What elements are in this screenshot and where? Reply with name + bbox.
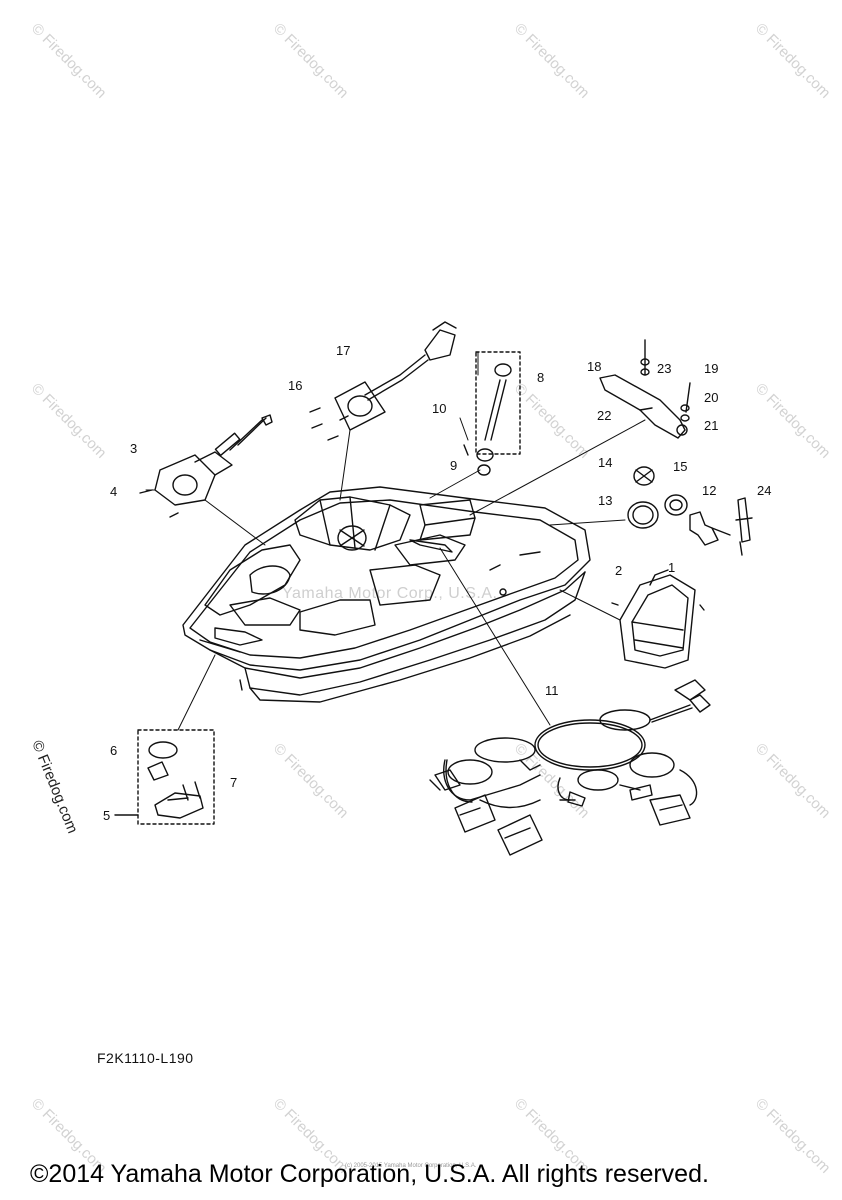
callout-16: 16 bbox=[288, 378, 302, 393]
part-18-bracket bbox=[599, 339, 691, 439]
part-3-fitting bbox=[139, 414, 273, 518]
part-17-plate bbox=[309, 321, 457, 441]
callout-15: 15 bbox=[673, 459, 687, 474]
callout-12: 12 bbox=[702, 483, 716, 498]
callout-23: 23 bbox=[657, 361, 671, 376]
callout-19: 19 bbox=[704, 361, 718, 376]
part-11-harness bbox=[429, 679, 711, 856]
callout-6: 6 bbox=[110, 743, 117, 758]
leader-lines bbox=[145, 351, 646, 731]
callout-11: 11 bbox=[545, 683, 559, 698]
part-5-cleat bbox=[114, 729, 215, 825]
part-1-seat-frame bbox=[611, 569, 705, 669]
callout-10: 10 bbox=[432, 401, 446, 416]
callout-5: 5 bbox=[103, 808, 110, 823]
callout-8: 8 bbox=[537, 370, 544, 385]
callout-21: 21 bbox=[704, 418, 718, 433]
diagram-watermark: Yamaha Motor Corp., U.S.A. bbox=[282, 585, 498, 602]
boat-hull-assembly bbox=[182, 486, 591, 703]
callout-2: 2 bbox=[615, 563, 622, 578]
copyright-notice: ©2014 Yamaha Motor Corporation, U.S.A. A… bbox=[30, 1160, 709, 1188]
callout-7: 7 bbox=[230, 775, 237, 790]
callout-4: 4 bbox=[110, 484, 117, 499]
callout-18: 18 bbox=[587, 359, 601, 374]
callout-9: 9 bbox=[450, 458, 457, 473]
callout-20: 20 bbox=[704, 390, 718, 405]
small-copyright: (c) 2005-2015 Yamaha Motor Corporation, … bbox=[345, 1163, 477, 1169]
callout-13: 13 bbox=[598, 493, 612, 508]
callout-22: 22 bbox=[597, 408, 611, 423]
callout-24: 24 bbox=[757, 483, 771, 498]
part-code: F2K1110-L190 bbox=[97, 1050, 194, 1066]
callout-14: 14 bbox=[598, 455, 612, 470]
callout-1: 1 bbox=[668, 560, 675, 575]
part-8-hose bbox=[463, 351, 521, 476]
part-13-plugs bbox=[627, 466, 753, 556]
callout-17: 17 bbox=[336, 343, 350, 358]
callout-3: 3 bbox=[130, 441, 137, 456]
